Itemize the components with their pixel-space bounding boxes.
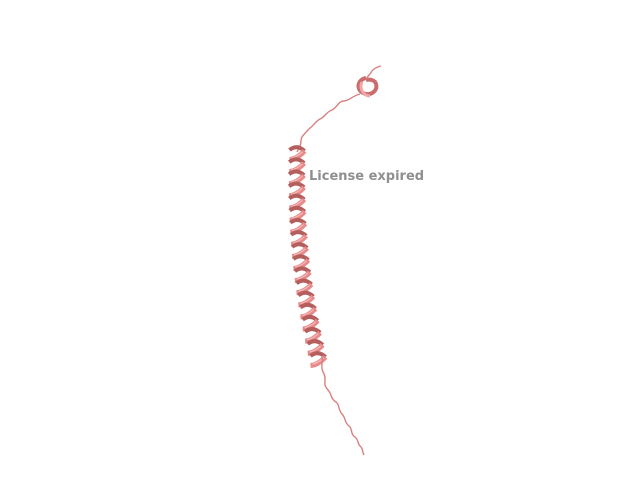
helix-turn-highlight <box>291 212 304 220</box>
helix-turn-highlight <box>304 321 317 329</box>
helix-turn-front <box>310 355 328 368</box>
helix-turn-front <box>298 294 316 308</box>
helix-turn-front <box>290 221 308 235</box>
n-terminal-helix <box>356 65 382 98</box>
helix-turn-highlight <box>293 236 305 244</box>
helix-turn-highlight <box>302 309 314 317</box>
helix-turn-highlight <box>307 333 319 341</box>
helix-turn-front <box>302 318 320 332</box>
helix-turn-highlight <box>291 163 303 171</box>
helix-turn-front <box>300 306 318 320</box>
helix-turn-highlight <box>296 272 309 280</box>
helix-turn-highlight <box>300 296 312 305</box>
helix-turn-front <box>296 282 314 296</box>
helix-turn-highlight <box>290 187 303 195</box>
helix-turn-highlight <box>292 224 304 232</box>
helix-turn-highlight <box>298 284 310 292</box>
helix-turn-highlight <box>291 200 303 208</box>
helix-turn-highlight <box>290 175 303 183</box>
helix-turn-front <box>293 258 311 272</box>
helix-turn-front <box>291 246 309 259</box>
helix-turn-front <box>290 234 308 247</box>
helix-turn-highlight <box>309 345 322 353</box>
license-expired-label: License expired <box>309 169 425 184</box>
helix-turn-front <box>294 270 312 284</box>
central-alpha-helix <box>287 145 328 368</box>
helix-turn-highlight <box>291 151 303 159</box>
helix-turn-front <box>307 343 325 356</box>
helix-turn-front <box>304 331 322 344</box>
helix-turn-highlight <box>295 260 307 268</box>
helix-turn-highlight <box>294 248 306 256</box>
linker-coil-upper <box>296 93 361 153</box>
c-terminal-coil <box>321 355 365 456</box>
